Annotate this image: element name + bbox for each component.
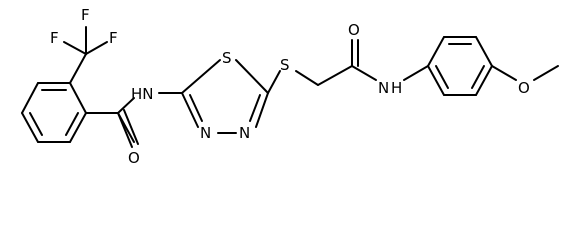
carbonyl-bond [117, 112, 133, 148]
atom-label-fluorine: F [109, 29, 118, 47]
bond [317, 65, 353, 86]
atom-label-sulfur: S [222, 49, 232, 67]
amide-group-left: O HN [85, 85, 183, 167]
atom-label-oxygen: O [518, 79, 530, 97]
atom-label-fluorine: F [81, 6, 90, 24]
bond [255, 92, 269, 128]
bond [475, 65, 493, 96]
aromatic-inner-bond [471, 65, 485, 89]
bond [117, 97, 135, 114]
atom-label-nitrogen: N [378, 79, 389, 97]
atom-label-nitrogen: N [200, 124, 211, 142]
bond [427, 36, 445, 67]
bond [85, 41, 108, 55]
bond [69, 53, 87, 84]
bond [427, 65, 445, 96]
atom-label-hydrogen: H [391, 79, 402, 97]
aromatic-inner-bond [65, 112, 79, 136]
aromatic-inner-bond [435, 65, 449, 89]
amide-group-right: O N H [348, 21, 429, 97]
carbonyl-double-bond [123, 109, 139, 145]
bond [295, 70, 319, 86]
bond [21, 82, 39, 114]
bond [69, 112, 87, 143]
methoxy-group: O [491, 65, 559, 97]
bond [491, 65, 517, 81]
bond [235, 59, 269, 94]
bond [533, 65, 559, 81]
atom-label-oxygen: O [128, 149, 140, 167]
bond [403, 65, 429, 81]
aromatic-inner-bond [29, 112, 43, 136]
methoxyphenyl-ring [427, 36, 493, 96]
trifluoromethyl-group: F F F [50, 6, 118, 84]
thiadiazole-ring: S N N [181, 49, 269, 142]
molecule-structure-diagram: F F F O HN S N N S [21, 6, 559, 167]
bond [21, 112, 39, 143]
atom-label-oxygen: O [348, 21, 360, 39]
ring-double-bond [189, 94, 203, 122]
thioether-linker: S [267, 56, 353, 94]
bond [475, 36, 493, 67]
atom-label-sulfur: S [280, 56, 290, 74]
atom-label-nh: HN [131, 85, 154, 103]
bond [267, 70, 281, 94]
bond [69, 82, 87, 114]
atom-label-fluorine: F [50, 29, 59, 47]
atom-label-nitrogen: N [239, 124, 250, 142]
bond [181, 92, 199, 128]
bond [181, 59, 221, 94]
ring-double-bond [249, 94, 261, 122]
bond [63, 41, 87, 55]
bond [351, 65, 377, 81]
benzene-ring-left [21, 82, 87, 143]
